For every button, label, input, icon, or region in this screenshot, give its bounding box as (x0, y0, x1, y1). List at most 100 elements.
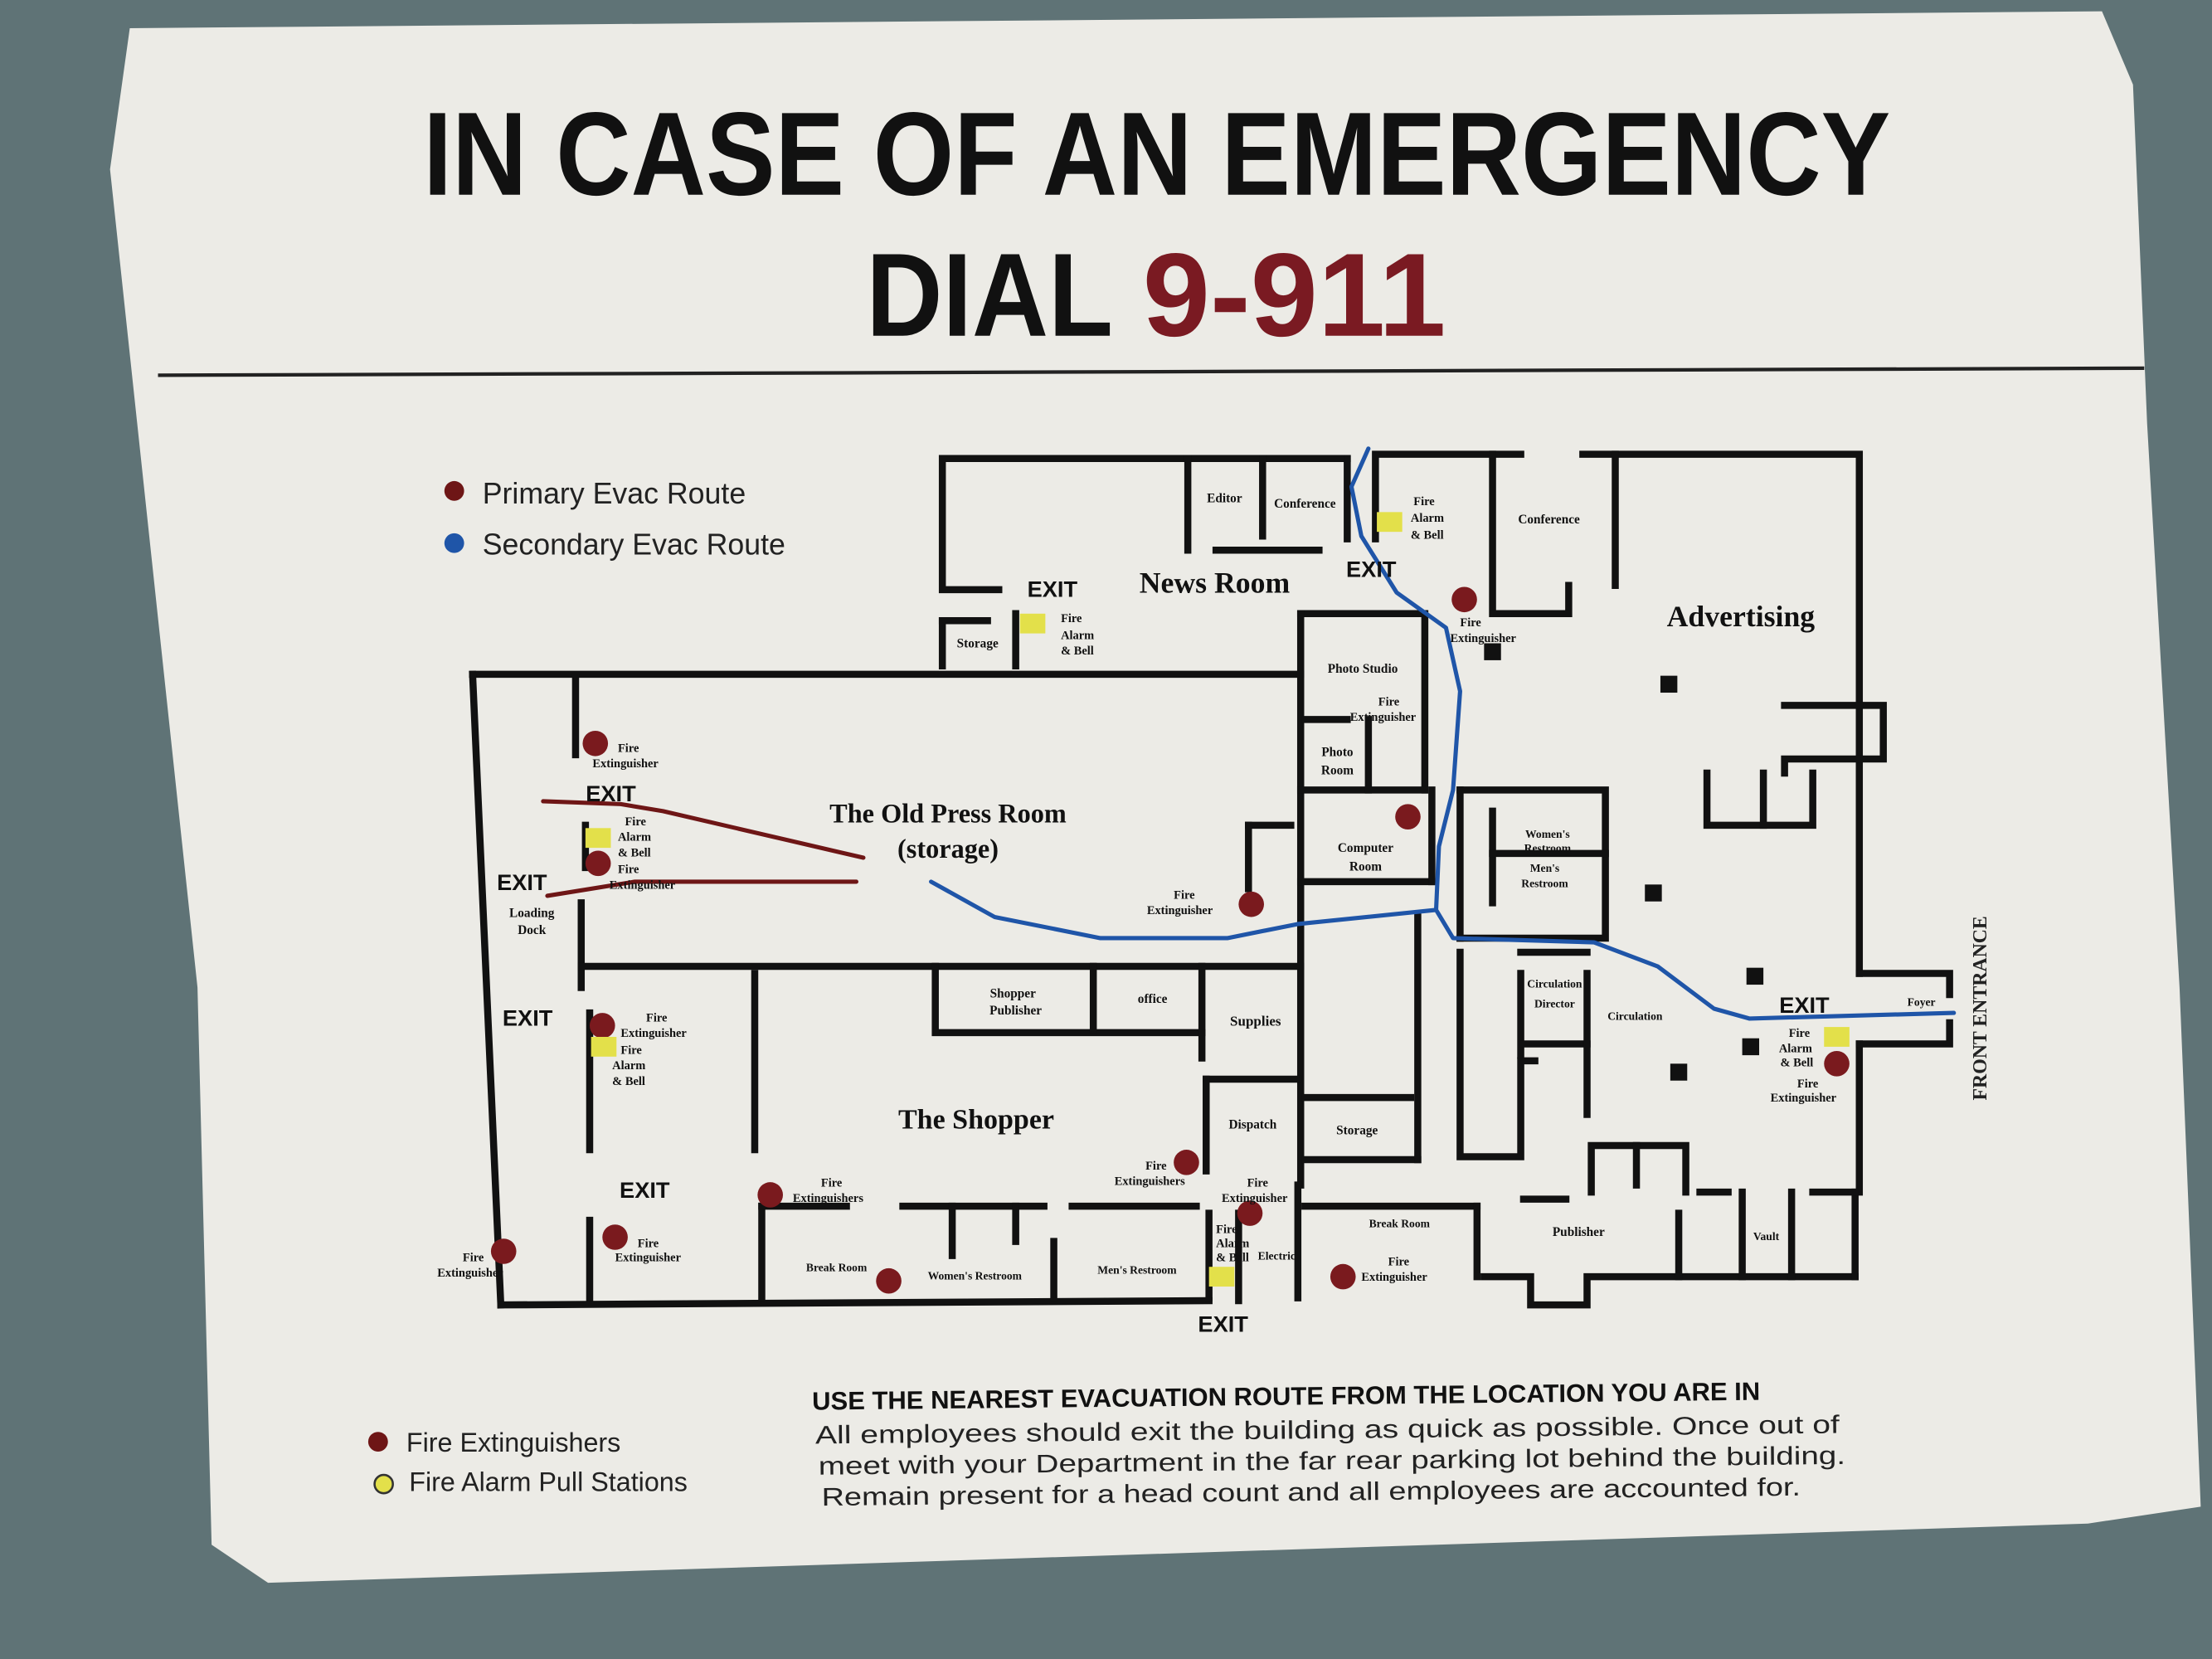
fire-extinguisher-icon (1174, 1150, 1199, 1175)
room-label: Vault (1753, 1230, 1780, 1243)
column-icon (1484, 643, 1501, 660)
wall-segment (1489, 450, 1573, 618)
fire-alarm-icon (591, 1037, 617, 1057)
extinguisher-dot-icon (367, 1432, 388, 1452)
room-label: Electric (1258, 1250, 1296, 1262)
instructions: USE THE NEAREST EVACUATION ROUTE FROM TH… (812, 1378, 1845, 1511)
marker-label: Alarm (1061, 629, 1094, 642)
room-label: Computer (1338, 841, 1393, 855)
fire-alarm-icon (1377, 512, 1403, 533)
room-label: Break Room (806, 1261, 868, 1273)
room-label: Room (1321, 764, 1354, 778)
title-divider (158, 366, 2145, 377)
exit-label: EXIT (620, 1177, 670, 1203)
wall-segment (1579, 450, 1864, 709)
marker-label: Fire (618, 864, 639, 877)
safety-markers (490, 512, 1850, 1294)
room-label: Circulation (1527, 977, 1582, 990)
room-label: Conference (1274, 497, 1336, 511)
room-label: Men's (1530, 862, 1560, 874)
marker-label: Fire (1174, 888, 1195, 902)
room-label: Room (1349, 859, 1382, 873)
exit-label: EXIT (497, 869, 547, 895)
marker-label: Alarm (618, 831, 651, 844)
column-icon (1746, 967, 1764, 985)
marker-label: & Bell (1781, 1057, 1814, 1070)
room-label: Editor (1207, 491, 1242, 505)
marker-label: Extinguisher (1771, 1092, 1837, 1105)
column-icon (1660, 675, 1678, 693)
evac-routes (541, 446, 1957, 1021)
marker-label: Fire (1061, 612, 1082, 625)
exit-label: EXIT (1028, 576, 1078, 601)
wall-segment (1480, 1272, 1859, 1309)
wall-segment (1456, 948, 1539, 1160)
room-label: Circulation (1607, 1010, 1663, 1023)
room-label: Publisher (989, 1004, 1042, 1018)
marker-label: Alarm (1216, 1237, 1249, 1250)
title-line-1: IN CASE OF AN EMERGENCY (423, 89, 1890, 221)
fire-extinguisher-icon (1451, 586, 1477, 613)
exit-label: EXIT (1346, 557, 1397, 582)
fire-alarm-icon (1208, 1267, 1235, 1287)
marker-label: Fire (1216, 1223, 1237, 1236)
room-label: Supplies (1230, 1013, 1281, 1029)
secondary-route-dot-icon (444, 533, 464, 553)
fire-extinguisher-icon (876, 1267, 902, 1294)
title-dial: DIAL (866, 230, 1113, 362)
secondary-evac-route-line (929, 879, 1439, 941)
wall-segment (497, 1297, 1213, 1309)
fire-extinguisher-icon (490, 1238, 517, 1264)
fire-extinguisher-icon (582, 730, 609, 757)
fire-extinguisher-icon (757, 1182, 783, 1208)
marker-label: Alarm (1411, 512, 1444, 525)
marker-label: Fire (1460, 616, 1481, 630)
fire-extinguisher-icon (585, 850, 611, 877)
room-label: Foyer (1908, 996, 1936, 1009)
fire-extinguisher-icon (1238, 891, 1264, 917)
room-label: Advertising (1667, 600, 1816, 633)
front-entrance-label: FRONT ENTRANCE (1970, 916, 1991, 1100)
room-label: Women's Restroom (928, 1270, 1023, 1282)
legend-bottom: Fire Extinguishers Fire Alarm Pull Stati… (367, 1428, 688, 1497)
room-label: Director (1534, 997, 1575, 1010)
legend-alarm-label: Fire Alarm Pull Stations (409, 1467, 688, 1497)
marker-label: Extinguisher (620, 1027, 687, 1040)
room-label: Conference (1518, 513, 1580, 527)
emergency-number: 9-911 (1143, 230, 1446, 362)
room-label: Restroom (1521, 878, 1568, 890)
room-label: The Old Press Room (829, 798, 1067, 828)
marker-label: Extinguisher (592, 757, 659, 771)
marker-label: Fire (1388, 1256, 1410, 1269)
marker-label: Extinguisher (615, 1251, 682, 1264)
marker-label: Fire (1145, 1160, 1167, 1173)
exit-label: EXIT (503, 1005, 553, 1030)
marker-label: Extinguisher (1147, 904, 1213, 917)
marker-label: Fire (463, 1251, 484, 1264)
marker-label: & Bell (618, 846, 651, 859)
wall-segment (1456, 786, 1609, 942)
room-label: Men's Restroom (1097, 1264, 1177, 1277)
marker-label: Fire (1789, 1027, 1811, 1040)
marker-label: Extinguisher (1361, 1271, 1427, 1284)
wall-segment (1855, 1019, 1953, 1048)
wall-segment (938, 455, 1351, 594)
exit-label: EXIT (1198, 1311, 1248, 1336)
wall-segment (1372, 450, 1524, 542)
marker-label: Extinguisher (1350, 711, 1417, 724)
wall-segment (1855, 970, 1953, 999)
fire-alarm-icon (585, 828, 611, 849)
legend-primary-label: Primary Evac Route (483, 477, 746, 510)
marker-label: Fire (1797, 1078, 1819, 1091)
marker-label: & Bell (1216, 1251, 1249, 1264)
room-label: Loading (509, 906, 555, 920)
marker-label: Extinguishers (793, 1192, 863, 1205)
primary-evac-route-line (541, 799, 866, 860)
marker-label: Extinguishers (1115, 1175, 1185, 1189)
column-icon (1645, 884, 1662, 902)
marker-label: Fire (620, 1044, 642, 1057)
marker-label: Fire (1378, 695, 1400, 708)
wall-segment (469, 670, 505, 1309)
